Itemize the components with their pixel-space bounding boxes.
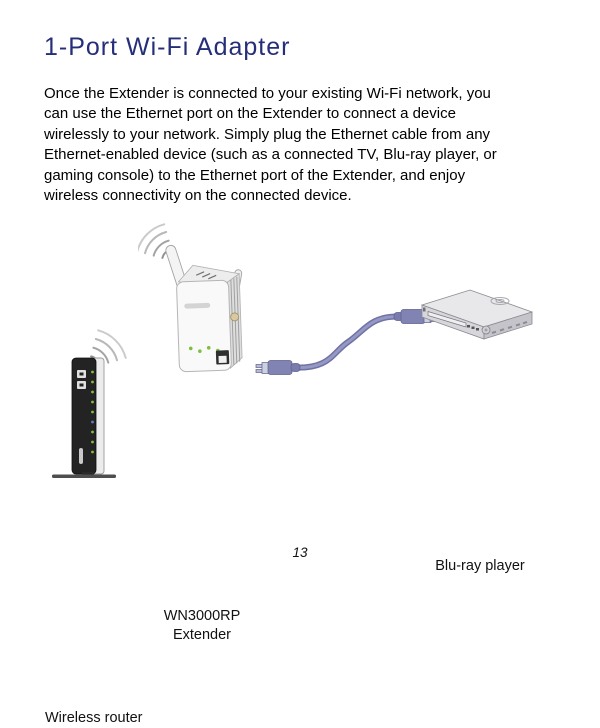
router-port-icons [77,370,86,389]
router-body [52,357,116,478]
bluray-label: Blu-ray player [435,558,525,574]
bluray-logo [490,297,510,305]
extender-wps-button [230,312,240,322]
page-title: 1-Port Wi-Fi Adapter [44,33,291,61]
network-diagram: WN3000RP Extender Wireless router Blu-ra… [0,215,600,726]
extender-logo-strip [184,302,211,309]
bluray-disc-tray [427,311,467,328]
bluray-rear-jack [423,307,426,312]
wifi-waves-router-icon [90,329,127,366]
extender-label-line1: WN3000RP [163,608,241,624]
extender-ethernet-port [215,350,230,365]
cable-left-connector [255,360,301,375]
router-label: Wireless router [45,710,143,726]
bluray-side-vents [491,321,528,334]
page-number: 13 [292,545,308,560]
wireless-router-tower-illustration [52,329,127,478]
router-status-leds [91,370,94,454]
router-stand-base [52,474,116,478]
bluray-front-buttons [467,325,479,331]
extender-top-vents [195,271,217,280]
extender-label: WN3000RP Extender [148,607,256,645]
extender-label-line2: Extender [172,627,232,643]
bluray-knob [481,325,491,335]
router-logo-strip [79,448,83,464]
cable-wire [291,313,399,371]
bluray-player-box-illustration [420,289,534,340]
wifi-waves-extender-icon [138,223,172,259]
body-paragraph: Once the Extender is connected to your e… [44,85,497,205]
wifi-range-extender-illustration [138,223,243,373]
manual-page: { "header": { "title": "1-Port Wi-Fi Ada… [0,33,600,726]
extender-body [176,264,243,373]
ethernet-cable-illustration [255,309,438,375]
